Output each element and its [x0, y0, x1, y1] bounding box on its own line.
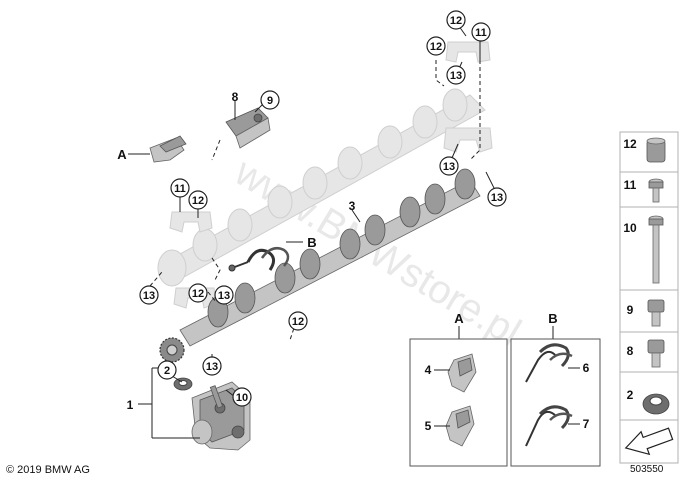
legend-number-12: 12	[623, 137, 637, 151]
legend-number-11: 11	[624, 178, 637, 192]
svg-text:4: 4	[425, 363, 432, 377]
svg-text:12: 12	[450, 15, 462, 27]
socket-cap-screw-icon	[647, 299, 665, 327]
svg-text:13: 13	[491, 192, 503, 204]
callout-13-left: 13	[139, 285, 159, 305]
callout-11-left: 11	[170, 178, 190, 198]
seal-ring-icon	[642, 393, 670, 415]
svg-text:11: 11	[475, 27, 487, 39]
svg-text:1: 1	[127, 398, 134, 412]
callout-13-bottom: 13	[202, 356, 222, 376]
svg-text:2: 2	[164, 365, 170, 377]
svg-text:6: 6	[583, 361, 590, 375]
callout-1: 1	[127, 398, 134, 412]
svg-text:13: 13	[218, 290, 230, 302]
exhaust-camshaft	[159, 168, 481, 363]
intake-camshaft-ghost	[157, 88, 486, 287]
svg-text:13: 13	[206, 361, 218, 373]
detail-frame-b: B 6 7	[510, 311, 601, 467]
svg-text:11: 11	[174, 183, 186, 195]
svg-text:8: 8	[232, 90, 239, 104]
legend-number-10: 10	[623, 221, 637, 235]
diagram-number: 503550	[630, 464, 664, 475]
svg-text:5: 5	[425, 419, 432, 433]
spring-clip-on-shaft	[228, 247, 290, 272]
direction-arrow-icon	[624, 427, 674, 456]
callout-8: 8	[232, 90, 239, 104]
spring-clip-7	[525, 405, 573, 447]
callout-2: 2	[157, 360, 177, 380]
callout-9: 9	[260, 90, 280, 110]
sleeve-icon	[646, 137, 666, 163]
svg-text:7: 7	[583, 417, 590, 431]
label-a-main: A	[117, 147, 127, 162]
svg-text:13: 13	[450, 70, 462, 82]
callout-3: 3	[349, 199, 356, 213]
label-b-main: B	[307, 235, 316, 250]
svg-text:13: 13	[443, 161, 455, 173]
svg-text:B: B	[548, 311, 557, 326]
svg-text:A: A	[117, 147, 127, 162]
seal-ring	[173, 377, 193, 391]
short-torx-bolt-icon	[648, 178, 664, 203]
callout-12-left: 12	[188, 190, 208, 210]
callout-12-top: 12	[446, 10, 466, 30]
callout-12-center: 12	[288, 311, 308, 331]
spring-clip-6	[525, 343, 573, 383]
svg-text:B: B	[307, 235, 316, 250]
legend-number-2: 2	[627, 388, 634, 402]
callout-13-top: 13	[446, 65, 466, 85]
callout-11-top: 11	[471, 22, 491, 42]
legend-number-9: 9	[627, 303, 634, 317]
svg-text:13: 13	[143, 290, 155, 302]
callout-13-mid: 13	[439, 156, 459, 176]
svg-text:12: 12	[192, 195, 204, 207]
svg-text:9: 9	[267, 95, 273, 107]
detail-frame-a: A 4 5	[409, 311, 508, 467]
callout-13-lowerleft: 13	[214, 285, 234, 305]
svg-text:12: 12	[192, 288, 204, 300]
svg-text:10: 10	[236, 392, 248, 404]
svg-text:A: A	[454, 311, 464, 326]
oil-nozzle-5	[445, 405, 475, 447]
oil-spray-nozzle	[149, 135, 187, 163]
callout-13-right: 13	[487, 187, 507, 207]
copyright-text: © 2019 BMW AG	[6, 464, 90, 476]
svg-text:12: 12	[430, 41, 442, 53]
oil-sensor-actuator	[225, 107, 271, 149]
svg-text:3: 3	[349, 199, 356, 213]
parts-legend: 12 11 10 9 8 2	[619, 131, 679, 464]
oil-nozzle-4	[447, 353, 477, 393]
legend-number-8: 8	[627, 344, 634, 358]
socket-cap-screw-icon	[647, 339, 665, 368]
bolt-10-on-pump	[209, 385, 224, 409]
callout-12-lowerleft: 12	[188, 283, 208, 303]
long-torx-bolt-icon	[648, 215, 664, 284]
callout-12-topleft: 12	[426, 36, 446, 56]
callout-10: 10	[232, 387, 252, 407]
svg-text:12: 12	[292, 316, 304, 328]
